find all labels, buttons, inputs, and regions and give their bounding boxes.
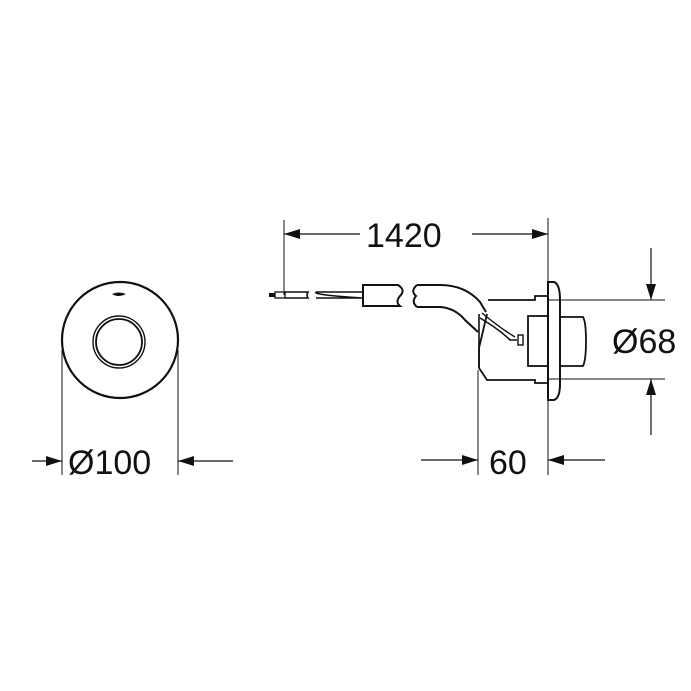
button-outer-ring bbox=[92, 315, 146, 369]
front-view bbox=[32, 280, 233, 475]
length-1420-label: 1420 bbox=[366, 217, 442, 255]
diameter-100-label: Ø100 bbox=[68, 444, 151, 482]
depth-60-label: 60 bbox=[489, 444, 527, 482]
diameter-68-label: Ø68 bbox=[612, 323, 676, 361]
button-inner-ring bbox=[95, 318, 143, 366]
side-view bbox=[269, 218, 665, 475]
wall-plate-outline bbox=[60, 280, 180, 400]
logo-mark-icon bbox=[112, 292, 126, 296]
